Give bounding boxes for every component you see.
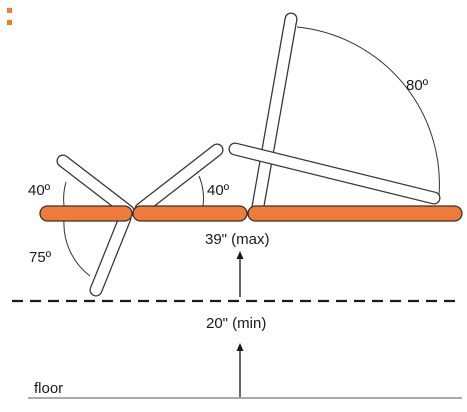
corner-mark-icon — [7, 8, 12, 25]
head-up-angle-label: 40º — [28, 182, 51, 199]
max-height-label: 39" (max) — [205, 231, 270, 248]
back-recline-angle-label: 80º — [406, 77, 429, 94]
back-panel-upright-fill — [251, 13, 297, 218]
head-up-arc — [63, 181, 67, 207]
seat-panel-tilted-fill — [135, 144, 223, 215]
floor-label: floor — [34, 380, 63, 397]
seat-tilt-arc — [198, 175, 204, 207]
back-cushion — [247, 205, 463, 222]
back-panel-reclined-fill — [229, 143, 440, 204]
seat-cushion — [132, 205, 248, 222]
min-height-label: 20" (min) — [206, 315, 266, 332]
head-panel-down-fill — [90, 212, 131, 296]
head-down-arc — [63, 219, 91, 277]
back-recline-arc — [296, 26, 440, 197]
head-down-angle-label: 75º — [29, 249, 52, 266]
head-panel-up-fill — [57, 155, 134, 217]
seat-tilt-angle-label: 40º — [207, 182, 230, 199]
max-height-arrowhead-icon — [236, 251, 244, 259]
head-cushion — [39, 205, 133, 222]
min-height-arrowhead-icon — [236, 343, 244, 351]
